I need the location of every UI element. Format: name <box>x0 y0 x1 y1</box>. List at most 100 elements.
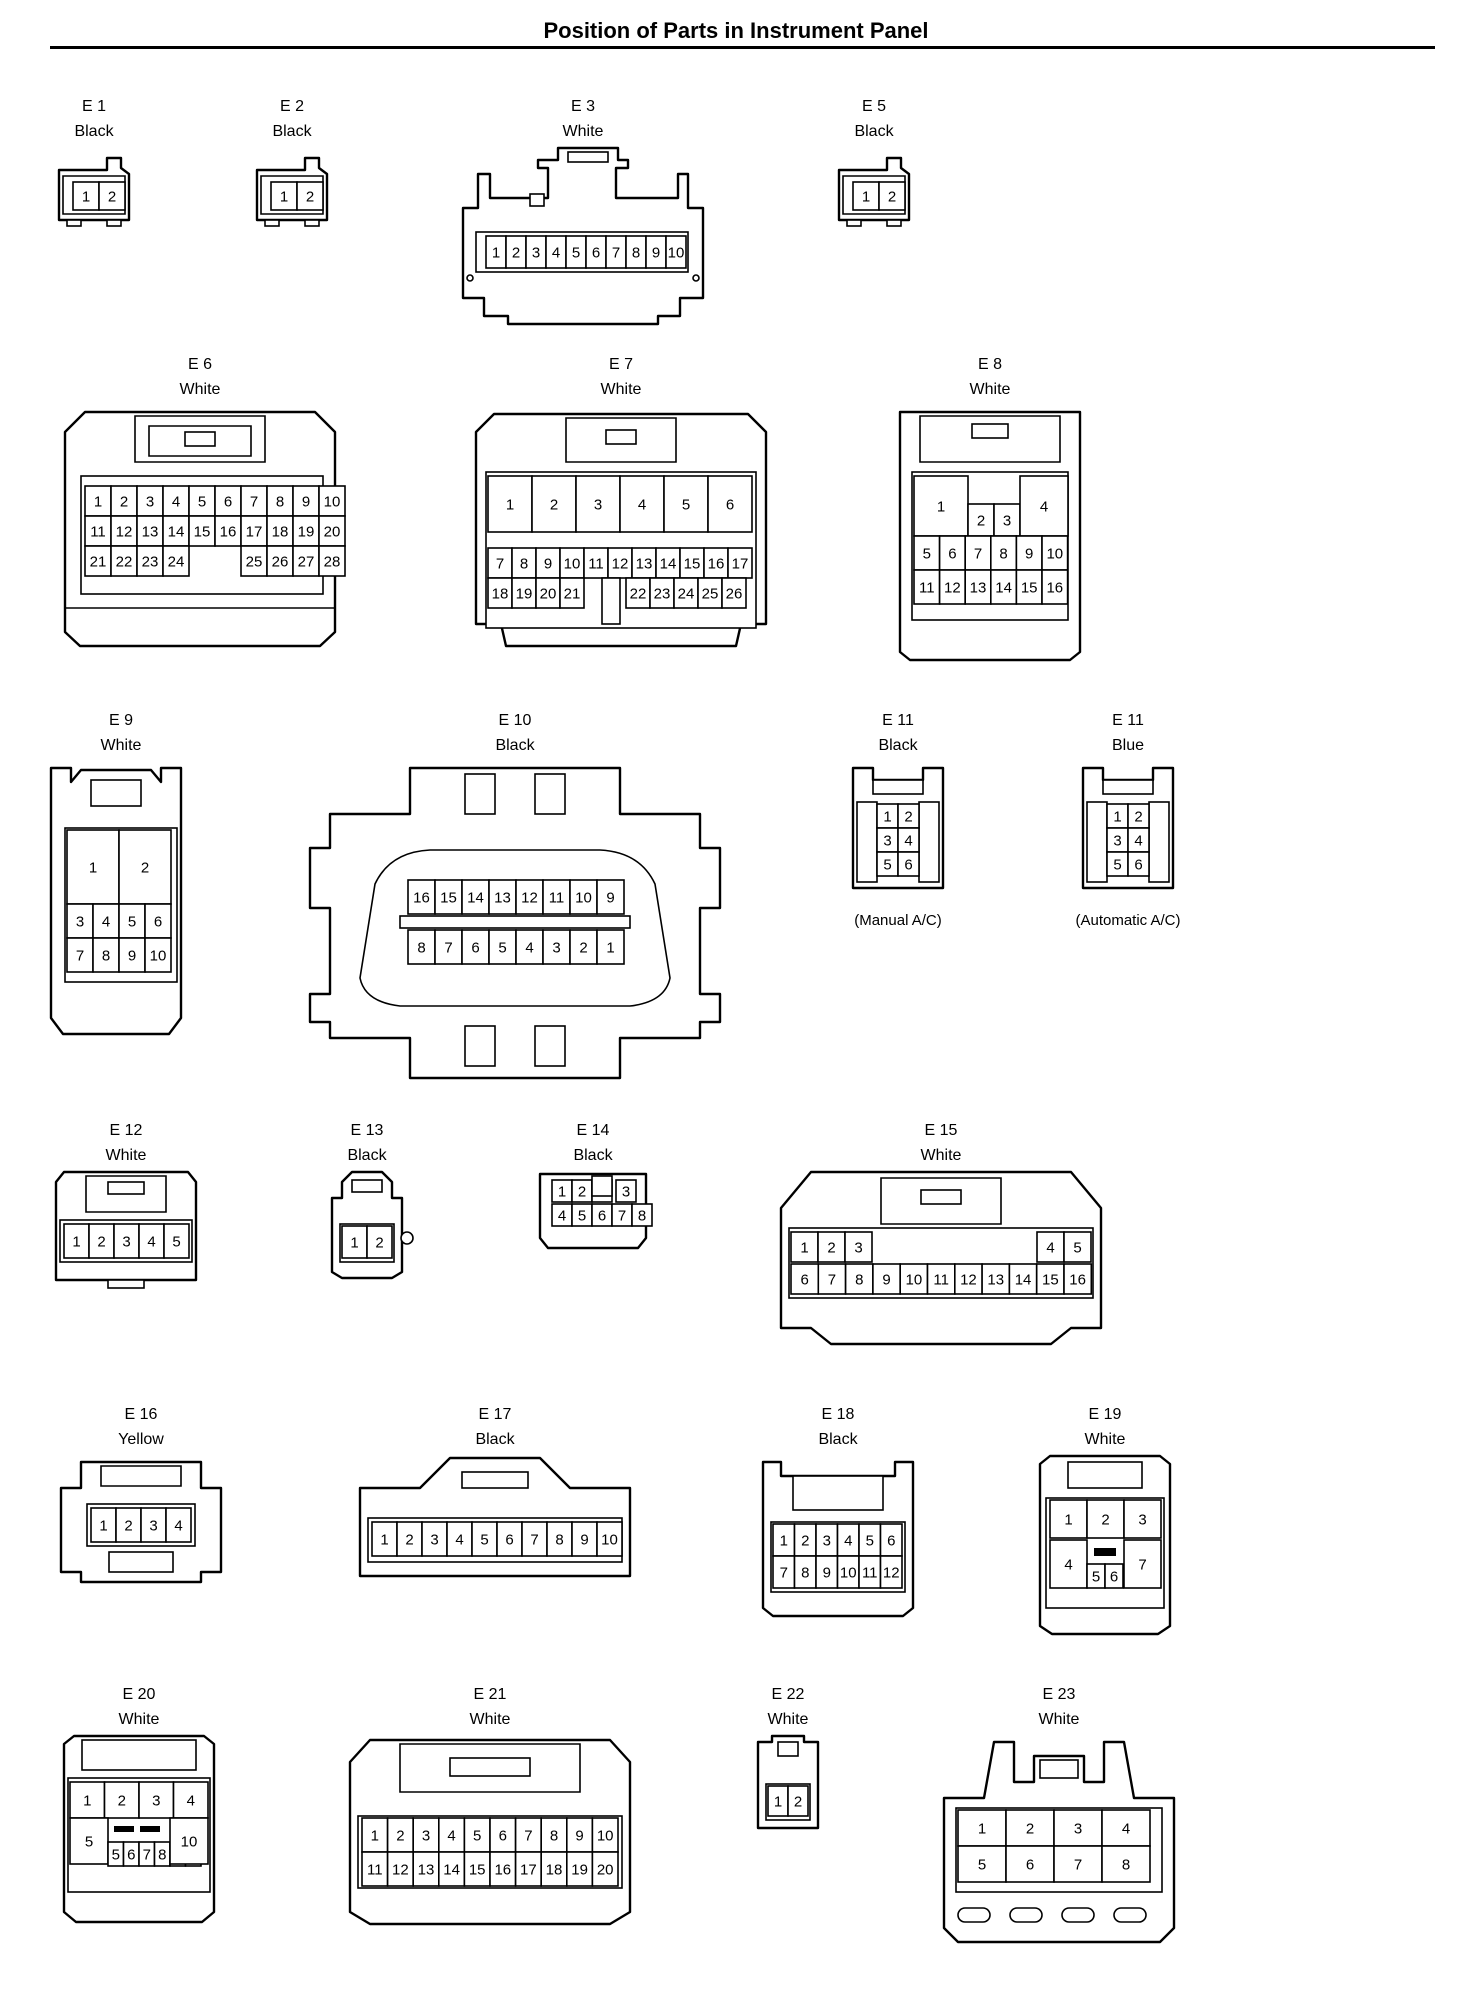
pin-number: 4 <box>904 833 912 850</box>
bottom-slot <box>1113 1907 1147 1923</box>
pin-number: 4 <box>1134 833 1142 850</box>
pin-number: 1 <box>774 1794 782 1811</box>
bottom-lock <box>108 1551 174 1573</box>
connector-id: E 19 <box>1088 1406 1122 1423</box>
pin-number: 7 <box>1074 1857 1082 1874</box>
pin-number: 9 <box>823 1565 831 1582</box>
connector-id: E 11 <box>882 712 914 729</box>
connector-id: E 6 <box>187 356 212 373</box>
pin-number: 1 <box>280 189 288 206</box>
connector-id: E 12 <box>109 1122 143 1139</box>
latch-foot <box>107 1279 145 1289</box>
connector-color: White <box>179 381 221 398</box>
latch <box>534 1025 566 1067</box>
pin-number: 2 <box>375 1235 383 1252</box>
latch-foot <box>304 219 320 227</box>
connector-color: Black <box>272 123 312 140</box>
pin-cell <box>673 577 699 609</box>
pin-number: 22 <box>630 586 647 603</box>
pin-number: 1 <box>1064 1512 1072 1529</box>
pin-number: 4 <box>844 1533 852 1550</box>
pin-number: 1 <box>350 1235 358 1252</box>
pin-number: 7 <box>618 1208 626 1225</box>
pin-cell <box>66 937 94 973</box>
pin-cell <box>162 485 190 517</box>
connector-id: E 20 <box>122 1686 156 1703</box>
lock-tab <box>90 779 142 807</box>
pin-cell <box>66 829 120 905</box>
pin-number: 5 <box>85 1834 93 1851</box>
side-rail <box>1148 801 1170 883</box>
connector-color: White <box>469 1711 511 1728</box>
pin-cell <box>1005 1845 1055 1883</box>
connector-id: E 15 <box>924 1122 958 1139</box>
pin-number: 10 <box>840 1565 857 1582</box>
pin-number: 4 <box>1122 1821 1130 1838</box>
pin-cell <box>913 569 941 605</box>
pin-cell <box>371 1521 398 1557</box>
pin-number: 1 <box>94 494 102 511</box>
lock-tab <box>449 1757 531 1777</box>
pin-cell <box>461 929 490 965</box>
pin-cell <box>138 1223 165 1259</box>
pin-cell <box>615 1179 637 1203</box>
pin-number: 6 <box>471 940 479 957</box>
pin-number: 9 <box>302 494 310 511</box>
pin-cell <box>649 577 675 609</box>
pin-number: 1 <box>83 1793 91 1810</box>
pin-number: 14 <box>1015 1272 1032 1289</box>
pin-number: 2 <box>1134 809 1142 826</box>
pin-number: 2 <box>579 940 587 957</box>
pin-number: 5 <box>498 940 506 957</box>
pin-cell <box>535 547 561 579</box>
pin-number: 5 <box>1092 1569 1100 1586</box>
pin-number: 5 <box>682 497 690 514</box>
pin-number: 2 <box>1026 1821 1034 1838</box>
pin-number: 6 <box>499 1828 507 1845</box>
pin-number: 6 <box>887 1533 895 1550</box>
pin-number: 17 <box>520 1862 537 1879</box>
pin-number: 11 <box>588 556 604 573</box>
pin-number: 8 <box>801 1565 809 1582</box>
pin-cell <box>879 1555 903 1589</box>
pin-number: 20 <box>540 586 557 603</box>
pin-number: 6 <box>127 1847 135 1864</box>
pin-number: 7 <box>530 1532 538 1549</box>
pin-number: 12 <box>612 556 629 573</box>
connector-e20: E 20White12345567891010 <box>49 1686 229 1932</box>
pin-cell <box>665 235 687 269</box>
pin-number: 2 <box>904 809 912 826</box>
connector-color: White <box>920 1147 962 1164</box>
connector-id: E 22 <box>771 1686 805 1703</box>
connector-color: White <box>600 381 642 398</box>
pin-number: 23 <box>654 586 671 603</box>
pin-number: 7 <box>444 940 452 957</box>
connector-id: E 1 <box>81 98 106 115</box>
pin-cell <box>790 1263 820 1295</box>
connector-id: E 8 <box>977 356 1002 373</box>
pin-number: 16 <box>1046 580 1063 597</box>
pin-number: 8 <box>102 948 110 965</box>
pin-number: 1 <box>506 497 514 514</box>
pin-number: 19 <box>516 586 533 603</box>
pin-cell <box>1101 1845 1151 1883</box>
pin-cell <box>569 879 598 915</box>
pin-cell <box>926 1263 956 1295</box>
pin-number: 4 <box>102 914 110 931</box>
pin-number: 28 <box>324 554 341 571</box>
pin-cell <box>852 181 880 211</box>
lock-tab <box>920 1189 962 1205</box>
pin-number: 9 <box>580 1532 588 1549</box>
pin-number: 5 <box>866 1533 874 1550</box>
connector-color: Black <box>818 1431 858 1448</box>
